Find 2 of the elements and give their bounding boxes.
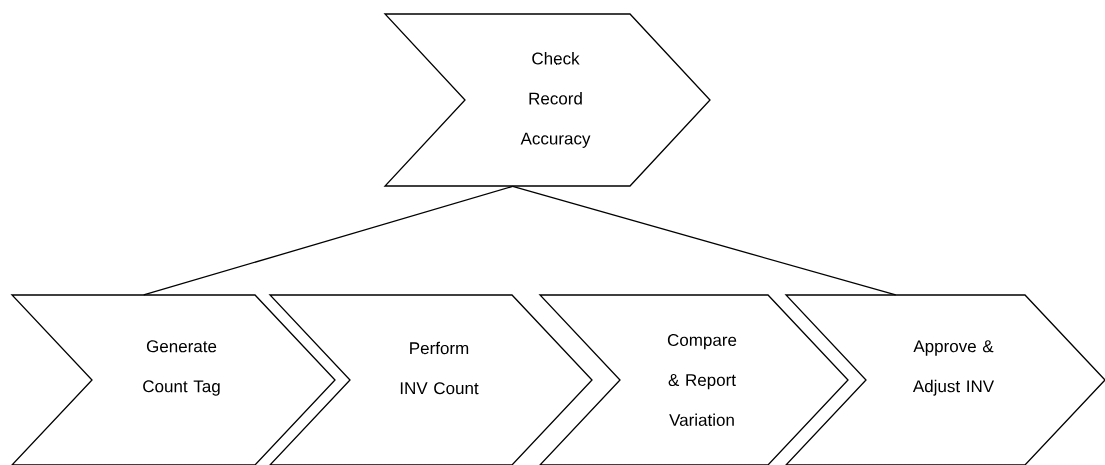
connector-line xyxy=(512,185,897,296)
connector-line xyxy=(143,185,514,296)
